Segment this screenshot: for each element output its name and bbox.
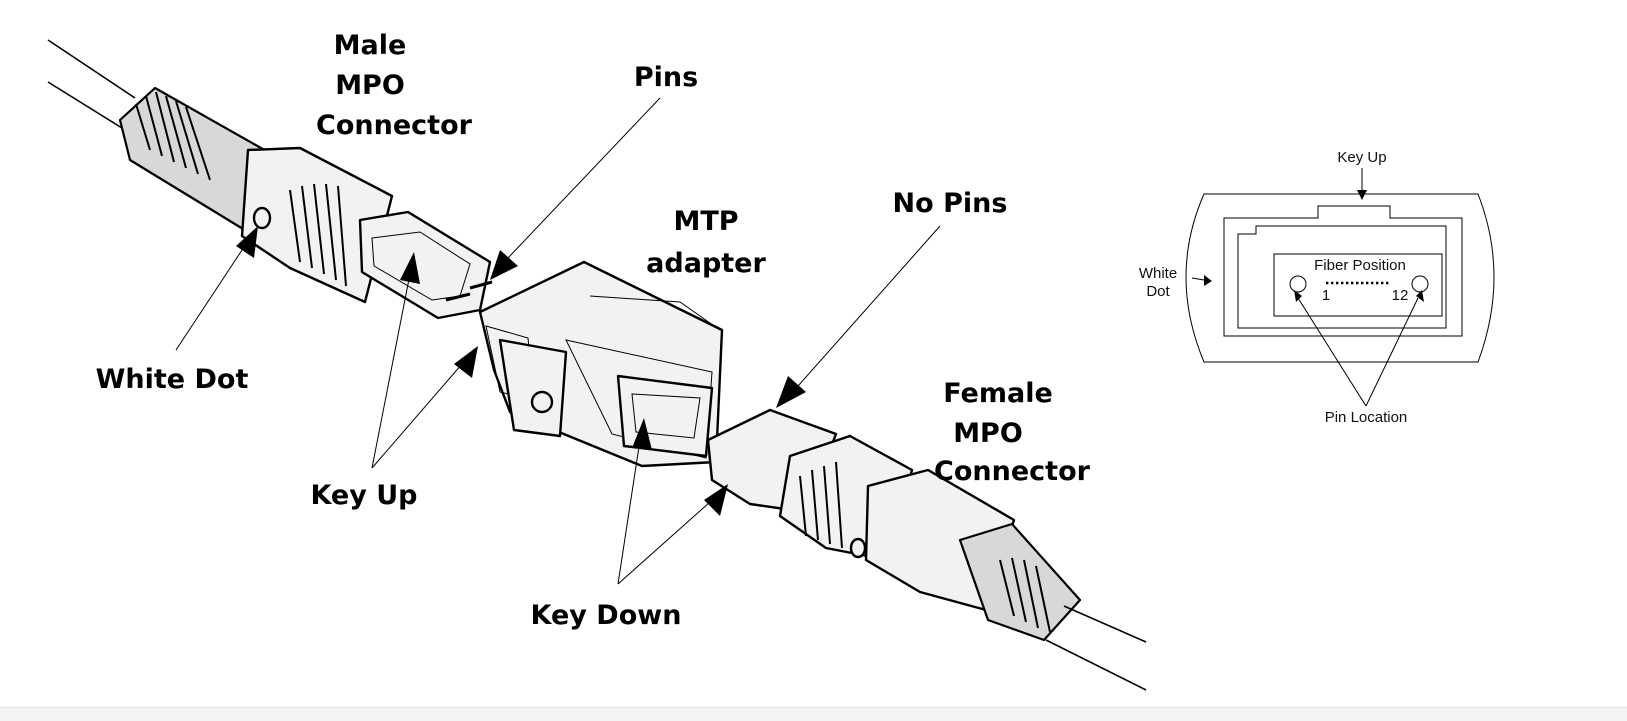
- key-up-label: Key Up: [310, 480, 417, 511]
- inset-outer-housing: [1185, 193, 1495, 363]
- mtp-label-line1: MTP: [673, 206, 738, 237]
- inset-fiber-position-label: Fiber Position: [1314, 257, 1406, 274]
- inset-white-dot-arrow: [1204, 275, 1212, 286]
- female-label-line2: MPO: [953, 418, 1023, 449]
- inset-pin-hole-left: [1289, 275, 1307, 293]
- key-down-arrow-adapter: [632, 418, 652, 450]
- female-boot: [958, 522, 1082, 642]
- key-up-arrow-adapter: [454, 346, 478, 378]
- pins-label: Pins: [634, 62, 698, 93]
- inset-white-label-line1: White: [1139, 265, 1177, 282]
- white-dot-arrow: [236, 226, 258, 258]
- inset-pin-arrow-right: [1416, 290, 1424, 302]
- inset-key-up-label: Key Up: [1337, 149, 1386, 166]
- callout-labels: Male MPO Connector Pins MTP adapter No P…: [96, 30, 1091, 631]
- male-label-line2: MPO: [335, 70, 405, 101]
- no-pins-label: No Pins: [893, 188, 1008, 219]
- female-white-dot: [849, 537, 867, 559]
- male-body: [240, 146, 394, 304]
- male-boot-ribs: [135, 91, 211, 181]
- inset-ferrule: [1273, 253, 1443, 317]
- male-mpo-connector: [47, 39, 493, 320]
- male-grip-ribs: [289, 183, 347, 287]
- inset-key-up-arrow: [1357, 190, 1367, 200]
- female-cable-top: [1063, 605, 1147, 643]
- bottom-strip: [0, 707, 1627, 721]
- inset-fiber-first-label: 1: [1322, 287, 1330, 304]
- inset-inner-housing: [1223, 205, 1463, 337]
- no-pins-arrow: [776, 376, 806, 408]
- female-label-line3: Connector: [934, 456, 1091, 487]
- adapter-hole: [530, 390, 554, 414]
- leader-lines: [175, 97, 941, 585]
- inset-pin-hole-right: [1411, 275, 1429, 293]
- inset-fiber-last-label: 12: [1392, 287, 1409, 304]
- female-grip-ribs: [799, 461, 843, 549]
- adapter-flange: [498, 338, 568, 438]
- key-up-arrow-male: [400, 252, 420, 284]
- female-boot-ribs: [999, 557, 1051, 633]
- key-down-arrow-female: [704, 484, 728, 516]
- mtp-adapter: [478, 260, 724, 468]
- male-cable-top: [47, 39, 136, 99]
- female-label-line1: Female: [943, 378, 1053, 409]
- male-pin-2: [469, 280, 493, 290]
- white-dot-label: White Dot: [96, 364, 249, 395]
- male-white-dot: [252, 206, 272, 230]
- inset-pin-location-label: Pin Location: [1325, 409, 1408, 426]
- adapter-port: [616, 374, 714, 458]
- mtp-label-line2: adapter: [646, 248, 766, 279]
- pins-arrow: [490, 250, 518, 280]
- male-ferrule-housing: [358, 210, 492, 320]
- female-cable-bottom: [1045, 639, 1147, 691]
- male-label-line1: Male: [334, 30, 407, 61]
- ferrule-end-face-inset: Key Up White Dot Fiber Position 1 12 Pin…: [1139, 149, 1495, 426]
- key-down-label: Key Down: [531, 600, 682, 631]
- inset-pin-arrow-left: [1294, 290, 1302, 302]
- female-mpo-connector: [706, 408, 1147, 691]
- male-label-line3: Connector: [316, 110, 473, 141]
- inset-white-label-line2: Dot: [1146, 283, 1170, 300]
- male-cable-bottom: [47, 81, 123, 129]
- male-pin-1: [445, 292, 471, 302]
